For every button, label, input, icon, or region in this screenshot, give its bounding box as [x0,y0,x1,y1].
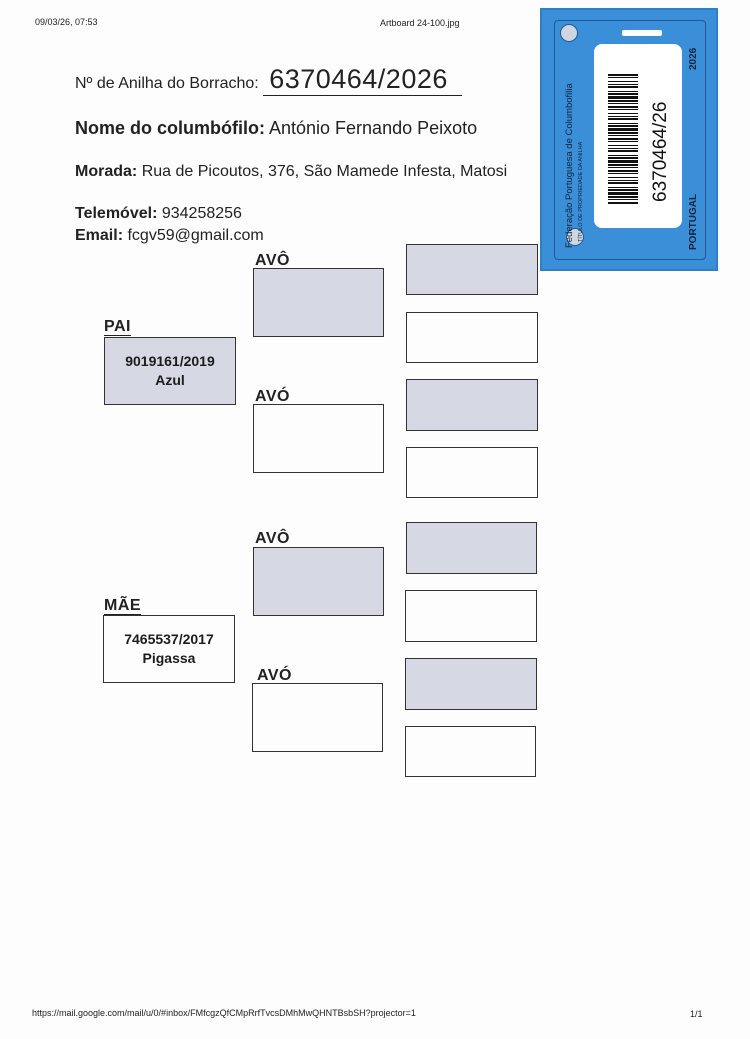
phone-row: Telemóvel: 934258256 [75,205,242,223]
great-grandmother-box-2 [406,447,538,498]
card-subtitle: TÍTULO DE PROPRIEDADE DA ANILHA [578,141,584,242]
ring-ownership-card: Federação Portuguesa de Columbofilia TÍT… [540,8,718,271]
maternal-grandfather-box [253,547,384,616]
print-datetime: 09/03/26, 07:53 [35,17,98,27]
breeder-name-value: António Fernando Peixoto [269,118,478,138]
phone-value: 934258256 [161,205,242,222]
email-row: Email: fcgv59@gmail.com [75,227,264,245]
paternal-grandfather-label: AVÔ [255,252,290,270]
great-grandfather-box-4 [405,658,537,710]
breeder-name-label: Nome do columbófilo: [75,118,265,138]
card-federation-name: Federação Portuguesa de Columbofilia [564,83,575,248]
maternal-grandfather-label: AVÔ [255,530,290,548]
email-value: fcgv59@gmail.com [127,227,264,244]
print-page-number: 1/1 [690,1009,703,1019]
father-box: 9019161/2019 Azul [104,337,236,405]
card-year: 2026 [688,47,699,70]
phone-label: Telemóvel: [75,205,158,222]
card-border [554,20,706,260]
print-url: https://mail.google.com/mail/u/0/#inbox/… [32,1008,416,1018]
great-grandfather-box-3 [406,522,537,574]
great-grandmother-box-4 [405,726,536,777]
mother-color: Pigassa [142,650,196,666]
ring-number-underline: 6370464/2026 [263,64,462,96]
barcode-icon [608,74,638,204]
father-color: Azul [155,372,185,388]
federation-seal-bottom-icon [566,228,584,246]
father-label: PAI [104,318,131,336]
print-file-title: Artboard 24-100.jpg [380,18,460,28]
card-barcode-number: 6370464/26 [650,101,671,202]
great-grandfather-box-1 [406,244,538,295]
great-grandfather-box-2 [406,379,538,431]
maternal-grandmother-label: AVÓ [257,667,292,685]
federation-seal-top-icon [560,24,578,42]
email-label: Email: [75,227,124,244]
ring-number-label: Nº de Anilha do Borracho: [75,75,259,92]
card-barcode-panel: 6370464/26 [594,44,682,228]
maternal-grandmother-box [252,683,383,752]
address-label: Morada: [75,163,138,180]
mother-ring: 7465537/2017 [124,631,214,647]
mother-box: 7465537/2017 Pigassa [103,615,235,683]
ring-number-value: 6370464/2026 [269,64,448,94]
card-country: PORTUGAL [688,193,699,250]
card-slot [622,30,662,36]
mother-label: MÃE [104,597,142,615]
paternal-grandmother-label: AVÓ [255,388,290,406]
address-value: Rua de Picoutos, 376, São Mamede Infesta… [141,163,508,180]
paternal-grandfather-box [253,268,384,337]
great-grandmother-box-3 [405,590,537,642]
ring-number-row: Nº de Anilha do Borracho: 6370464/2026 [75,64,462,96]
great-grandmother-box-1 [406,312,538,363]
paternal-grandmother-box [253,404,384,473]
address-row: Morada: Rua de Picoutos, 376, São Mamede… [75,163,540,181]
breeder-name-row: Nome do columbófilo: António Fernando Pe… [75,118,477,139]
father-ring: 9019161/2019 [125,353,215,369]
